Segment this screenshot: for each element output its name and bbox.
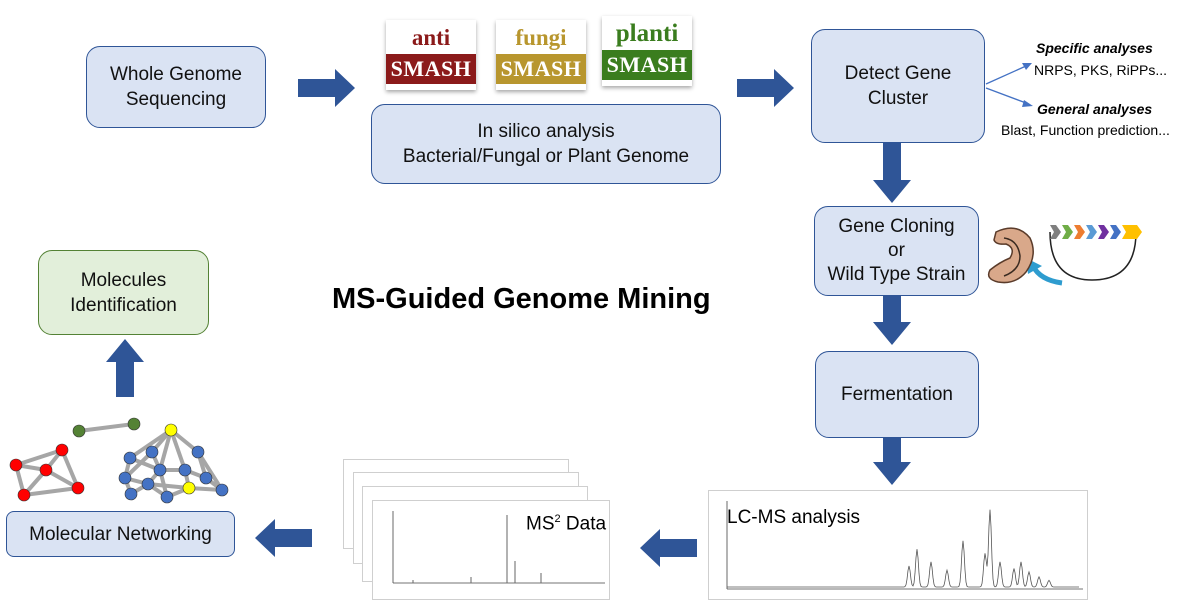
arrow-ms2-to-networking: [255, 519, 312, 557]
specific-analyses-title: Specific analyses: [1036, 40, 1153, 56]
diagram-title: MS-Guided Genome Mining: [332, 283, 711, 315]
network-node: [39, 463, 53, 477]
gene-arrow: [1122, 225, 1142, 239]
detect-gene-cluster-box: Detect Gene Cluster: [811, 29, 985, 143]
lcms-analysis-label: LC-MS analysis: [727, 507, 861, 528]
network-edge: [60, 449, 80, 489]
ms2-data-label: MS2 Data: [526, 513, 607, 535]
network-node: [160, 490, 174, 504]
arrow-networking-to-identification: [106, 339, 144, 397]
gene-arrow: [1062, 225, 1073, 239]
network-node: [215, 483, 229, 497]
specific-analyses-items: NRPS, PKS, RiPPs...: [1034, 62, 1168, 78]
fermentation-box: Fermentation: [815, 351, 979, 438]
network-node: [127, 417, 141, 431]
network-node: [191, 445, 205, 459]
bacterium-icon: [987, 227, 1034, 284]
plasmid-icon: [1049, 225, 1142, 281]
network-node: [71, 481, 85, 495]
network-node: [124, 487, 138, 501]
ms2-panel-front: [372, 500, 610, 600]
network-node: [145, 445, 159, 459]
network-node: [153, 463, 167, 477]
whole-genome-sequencing-box: Whole Genome Sequencing: [86, 46, 266, 128]
in-silico-analysis-box: In silico analysis Bacterial/Fungal or P…: [371, 104, 721, 184]
general-analyses-items: Blast, Function prediction...: [1001, 122, 1170, 138]
network-node: [17, 488, 31, 502]
network-edge: [15, 448, 63, 467]
network-node: [141, 477, 155, 491]
gene-arrow: [1086, 225, 1097, 239]
molecules-identification-box: Molecules Identification: [38, 250, 209, 335]
network-node: [199, 471, 213, 485]
gene-cloning-box: Gene Cloning or Wild Type Strain: [814, 206, 979, 296]
network-edge: [169, 429, 187, 471]
molecular-networking-box: Molecular Networking: [6, 511, 235, 557]
arrow-wgs-to-silico: [298, 69, 355, 107]
general-analyses-title: General analyses: [1037, 101, 1153, 117]
network-node: [55, 443, 69, 457]
arrow-fermentation-to-lcms: [873, 438, 911, 485]
plantismash-logo: planti SMASH: [602, 16, 692, 86]
gene-arrow: [1110, 225, 1121, 239]
network-edge: [78, 422, 135, 433]
arrow-cloning-to-fermentation: [873, 296, 911, 345]
molecular-network: [9, 417, 229, 504]
network-edge: [158, 429, 173, 471]
network-node: [118, 471, 132, 485]
network-node: [178, 463, 192, 477]
fungismash-logo: fungi SMASH: [496, 20, 586, 90]
gene-arrow: [1098, 225, 1109, 239]
arrow-detect-to-cloning: [873, 143, 911, 203]
gene-arrow: [1050, 225, 1061, 239]
network-edge: [23, 486, 79, 497]
network-node: [164, 423, 178, 437]
lcms-chromatogram-panel: [708, 490, 1088, 600]
network-node: [182, 481, 196, 495]
gene-arrow: [1074, 225, 1085, 239]
network-edge: [128, 428, 173, 460]
arrow-silico-to-detect: [737, 69, 794, 107]
network-node: [123, 451, 137, 465]
network-edge: [147, 482, 190, 490]
antismash-logo: anti SMASH: [386, 20, 476, 90]
network-node: [9, 458, 23, 472]
network-node: [72, 424, 86, 438]
arrow-lcms-to-ms2: [640, 529, 697, 567]
